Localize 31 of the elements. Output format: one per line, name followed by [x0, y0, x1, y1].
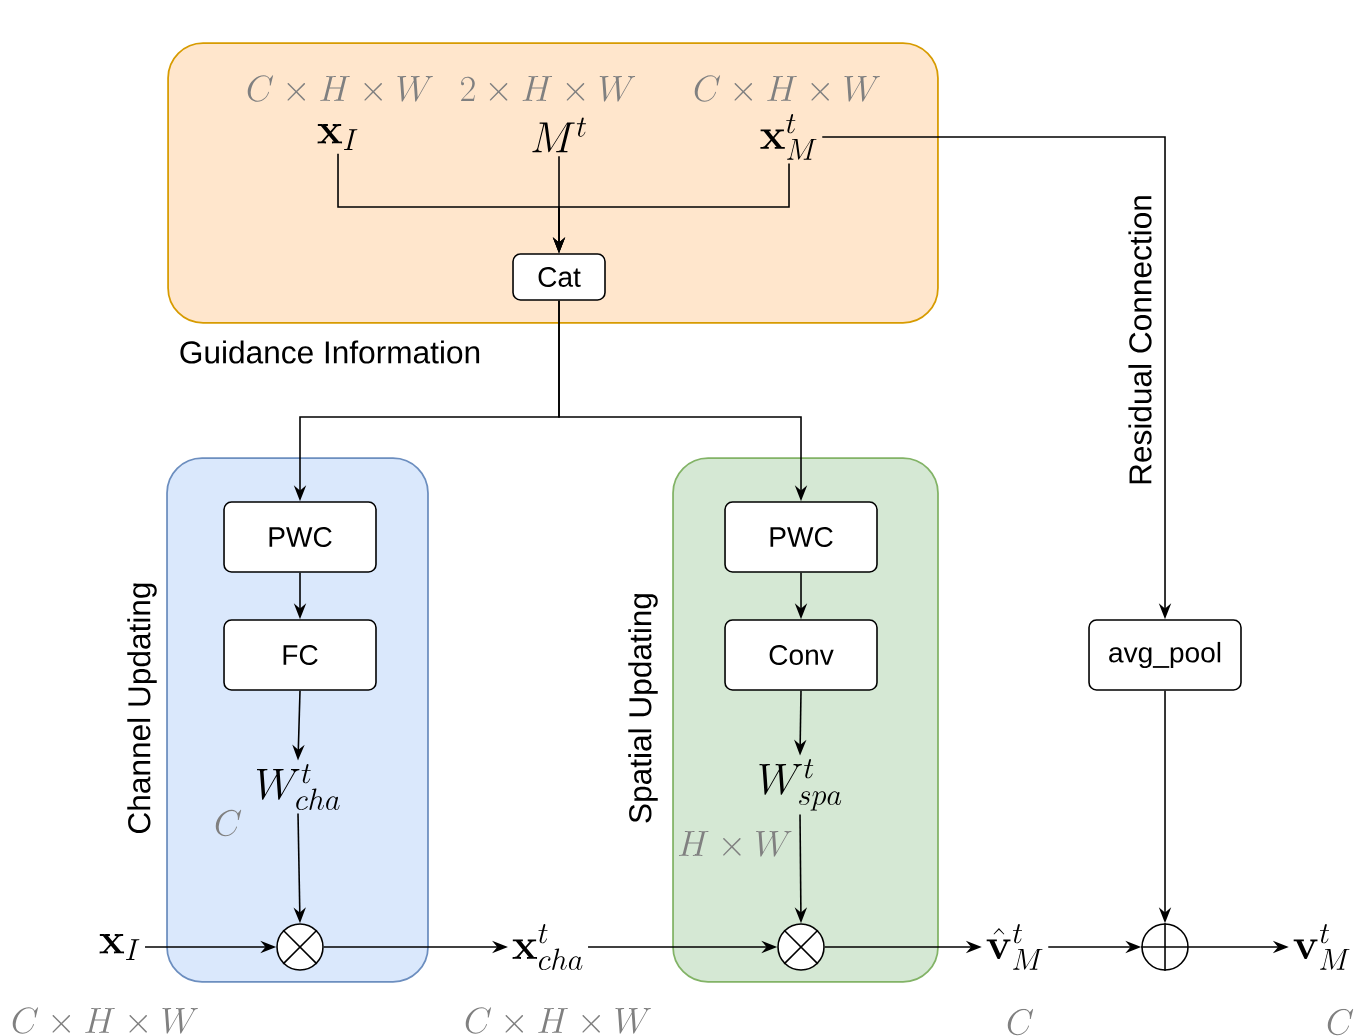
group-label: Spatial Updating	[628, 594, 658, 823]
dimension-label: $C \times H \times W$	[12, 1007, 198, 1034]
variable-label: $\mathbf{x}_M^t$	[760, 114, 817, 160]
process-box: FC	[223, 619, 377, 691]
process-box: Cat	[512, 253, 606, 301]
variable-label: $\mathbf{x}_{cha}^t$	[512, 924, 583, 970]
dimension-label: $C$	[1007, 1008, 1034, 1036]
variable-label: $W_{cha}^t$	[256, 764, 340, 810]
group-label: Guidance Information	[180, 340, 480, 364]
group-label: Channel Updating	[127, 583, 157, 833]
edge-label: Residual Connection	[1126, 192, 1154, 488]
dimension-label: $C$	[1327, 1008, 1354, 1036]
process-box: avg_pool	[1088, 619, 1242, 691]
variable-label: $\mathbf{x}_I$	[317, 124, 358, 150]
dimension-label: $C \times H \times W$	[247, 75, 433, 102]
dimension-label: $C \times H \times W$	[465, 1007, 651, 1034]
variable-label: $\hat{\mathbf{v}}_M^t$	[986, 924, 1043, 970]
dimension-label: $C \times H \times W$	[694, 75, 880, 102]
variable-label: $M^t$	[532, 117, 586, 153]
add-symbol	[1140, 922, 1190, 972]
variable-label: $\mathbf{x}_I$	[99, 934, 140, 960]
dimension-label: $H \times W$	[678, 831, 792, 857]
dimension-label: $C$	[215, 809, 242, 837]
process-box: PWC	[724, 501, 878, 573]
variable-label: $W_{spa}^t$	[759, 759, 842, 811]
process-box: PWC	[223, 501, 377, 573]
dimension-label: $2 \times H \times W$	[461, 76, 636, 102]
variable-label: $\mathbf{v}_M^t$	[1293, 924, 1350, 970]
process-box: Conv	[724, 619, 878, 691]
multiply-symbol	[777, 923, 825, 971]
multiply-symbol	[276, 923, 324, 971]
